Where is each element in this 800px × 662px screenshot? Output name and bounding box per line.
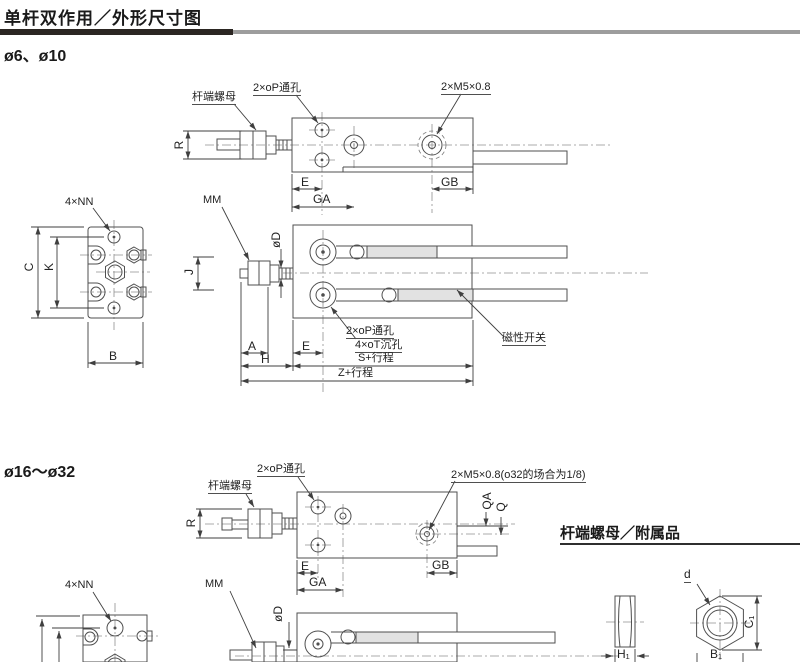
dim-label-e-s2: E	[301, 559, 310, 573]
dim-label-r-s1: R	[172, 140, 186, 150]
s1-side-view	[193, 206, 648, 392]
nut-front-view	[690, 583, 762, 662]
nut-side-view	[601, 595, 649, 662]
dim-label-h-s1: H	[261, 352, 270, 366]
label-mm-thread-s1: MM	[203, 194, 222, 206]
dim-label-r-s2: R	[184, 518, 198, 528]
header-rule-dark	[0, 29, 233, 35]
label-magnetic-switch: 磁性开关	[502, 332, 546, 346]
dim-label-k-s1: K	[42, 262, 56, 272]
section2-title: ø16～ø32	[4, 464, 76, 481]
dim-label-b-s1: B	[109, 349, 118, 363]
dim-label-b1-nut: B₁	[710, 647, 723, 661]
dim-label-s-stroke-s1: S+行程	[358, 352, 394, 364]
dim-label-z-stroke-s1: Z+行程	[338, 367, 374, 379]
dim-label-gb-s1: GB	[441, 175, 459, 189]
dim-label-h1-nut: H₁	[617, 647, 630, 661]
s2-end-view	[36, 591, 158, 662]
dim-label-qa-s2: QA	[480, 492, 494, 510]
label-nn-holes-s2: 4×NN	[65, 579, 94, 591]
dim-label-a-s1: A	[248, 339, 257, 353]
label-nn-holes-s1: 4×NN	[65, 196, 94, 208]
label-mm-thread-s2: MM	[205, 578, 224, 590]
dim-label-od-s1: øD	[269, 232, 283, 248]
dim-label-od-s2: øD	[271, 606, 285, 622]
label-rod-end-nut-s2: 杆端螺母	[208, 480, 252, 494]
accessory-title-rule	[560, 543, 800, 545]
label-m5-thread-note-s2: 2×M5×0.8(o32的场合为1/8)	[451, 469, 586, 483]
s1-end-view	[31, 207, 152, 368]
label-m5-thread-s1: 2×M5×0.8	[441, 81, 491, 95]
page-title: 单杆双作用／外形尺寸图	[4, 9, 202, 28]
dim-label-d-nut: d	[684, 567, 691, 583]
label-counterbore-s1: 4×oT沉孔	[355, 339, 403, 353]
s1-top-view	[183, 93, 612, 215]
dim-label-j-s1: J	[182, 269, 196, 275]
label-through-hole-s2-top: 2×oP通孔	[257, 463, 305, 477]
accessory-title: 杆端螺母／附属品	[560, 525, 681, 542]
label-through-hole-s1-top: 2×oP通孔	[253, 82, 301, 96]
dim-label-c1-nut: C₁	[742, 615, 756, 629]
dim-label-e-s1-side: E	[302, 339, 311, 353]
dim-label-gb-s2: GB	[432, 558, 450, 572]
dim-label-c-s1: C	[22, 262, 36, 272]
section1-title: ø6、ø10	[4, 48, 67, 65]
dim-label-ga-s1: GA	[313, 192, 331, 206]
dim-label-q-s2: Q	[494, 502, 508, 512]
dim-label-ga-s2: GA	[309, 575, 327, 589]
dim-label-e-s1-top: E	[301, 175, 310, 189]
label-rod-end-nut-s1: 杆端螺母	[192, 91, 236, 105]
header-rule-gray	[233, 30, 800, 34]
label-through-hole-s1-side: 2×oP通孔	[346, 325, 394, 339]
s2-top-view	[196, 476, 515, 597]
s2-side-view	[229, 590, 620, 662]
